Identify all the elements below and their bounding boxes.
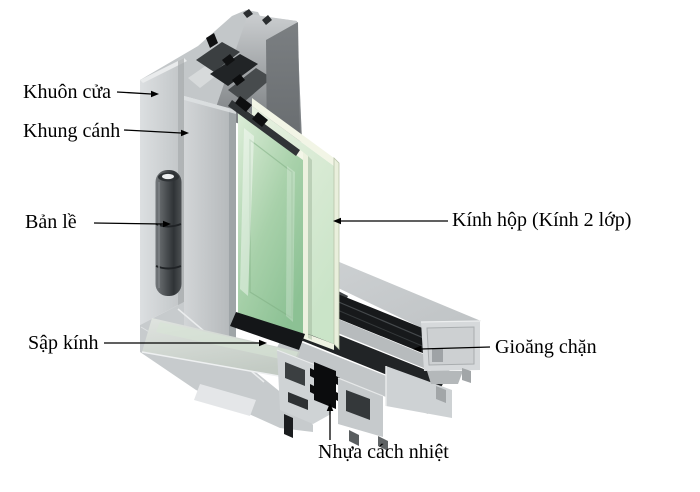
- label-hinge: Bản lề: [25, 211, 77, 233]
- glass-gap: [308, 156, 312, 340]
- leader-khung-canh: [123, 129, 189, 137]
- profile-chamber: [228, 68, 272, 102]
- profile-chamber: [196, 42, 240, 72]
- frame-end-cap: [420, 320, 481, 371]
- label-outer-frame: Khuôn cửa: [23, 81, 112, 103]
- leader-lines: [93, 90, 491, 440]
- label-glazing-bed: Sập kính: [28, 332, 99, 354]
- profile-chamber: [346, 390, 370, 420]
- label-sash-frame: Khung cánh: [23, 120, 121, 142]
- glazing-clip: [235, 96, 252, 112]
- profile-clip: [243, 9, 253, 18]
- glazing-bed: [141, 318, 300, 379]
- glazing-bead: [228, 100, 300, 156]
- leader-kinh-hop: [333, 217, 448, 225]
- profile-chamber: [210, 54, 258, 86]
- glazing-clip: [252, 112, 268, 127]
- leader-gioang-chan: [413, 345, 491, 353]
- profile-clip: [262, 15, 272, 25]
- bottom-glazing-gasket: [230, 312, 305, 350]
- label-thermal-break: Nhựa cách nhiệt: [318, 441, 449, 463]
- sash-frame-vertical: [184, 96, 236, 356]
- label-gasket: Gioăng chặn: [495, 336, 597, 358]
- profile-chamber: [285, 362, 305, 386]
- leader-khuon-cua: [116, 90, 159, 98]
- leader-ban-le: [93, 220, 171, 228]
- insulated-glass-unit: [228, 96, 340, 350]
- hinge: [155, 170, 182, 296]
- label-insulated-glass: Kính hộp (Kính 2 lớp): [452, 209, 632, 231]
- profile-clip: [206, 33, 218, 48]
- leader-sap-kinh: [104, 339, 267, 347]
- profile-clip: [232, 74, 245, 86]
- profile-clip: [222, 54, 235, 66]
- leader-nhua-cach-nhiet: [326, 403, 334, 440]
- profile-chamber: [288, 392, 308, 410]
- center-lower-profile: [337, 377, 384, 437]
- profile-feet: [284, 368, 471, 451]
